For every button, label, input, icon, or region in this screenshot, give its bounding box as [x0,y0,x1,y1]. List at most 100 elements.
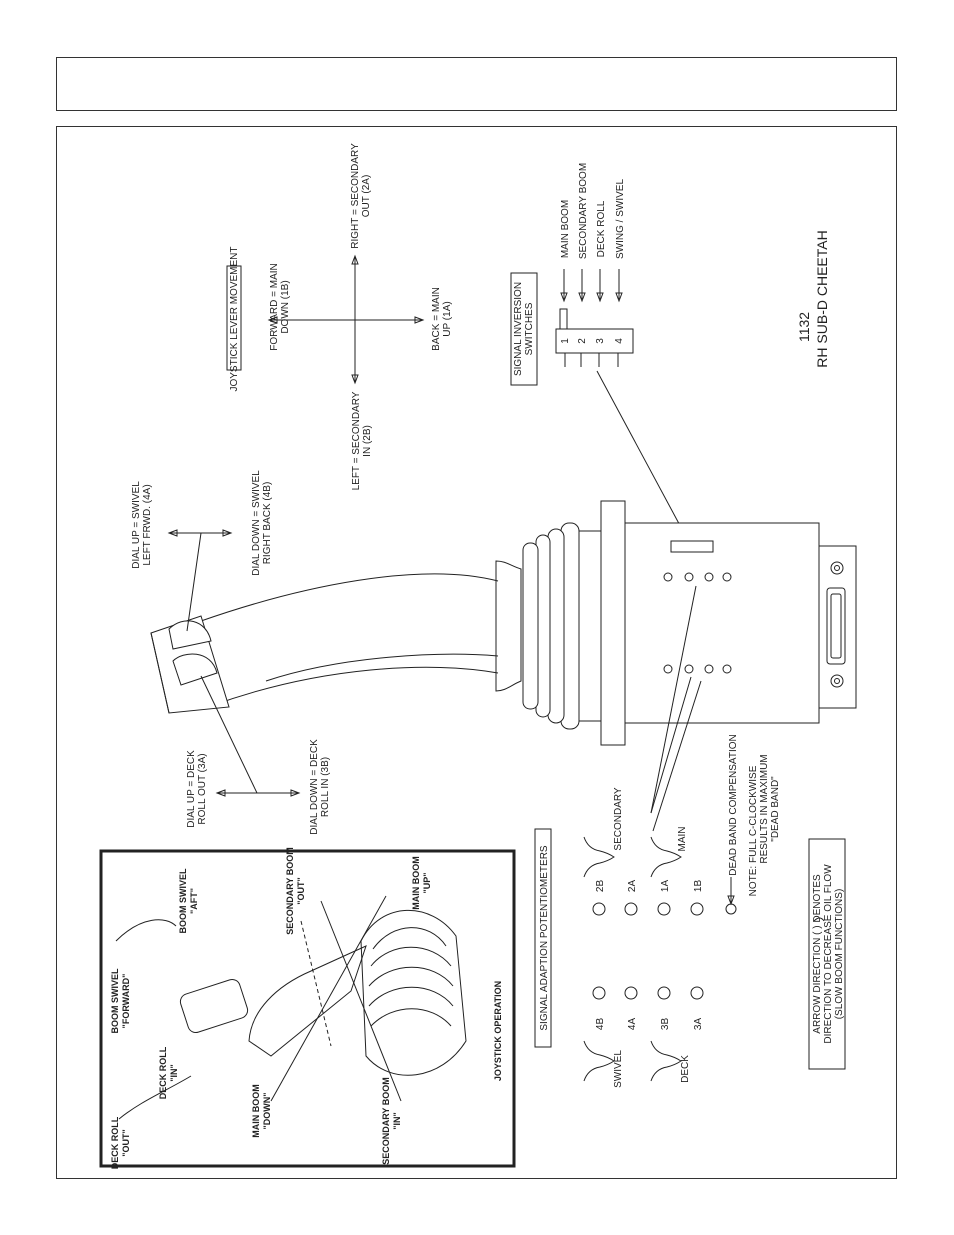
main-brace [650,836,682,878]
bellows-ring [575,530,602,722]
pot-3b-icon [657,986,671,1000]
switch-number-2: 2 [577,338,588,344]
arrow-direction-note: ARROW DIRECTION ( ) DENOTES DIRECTION TO… [808,838,846,1070]
boom-swivel-forward-2: "FORWARD" [121,974,131,1029]
pot-hole [663,572,673,582]
inset-secondary-boom-axis [320,900,402,1102]
inset-thumb-dial [179,978,249,1034]
main-boom-down-1: MAIN BOOM [251,1084,261,1138]
inset-bellows [370,946,452,967]
group-secondary-label: SECONDARY [613,787,624,850]
pot-hole [704,664,714,674]
forward-arrow-icon [267,316,278,324]
left-label-2: IN (2B) [362,425,373,457]
inset-frame [99,849,516,1168]
lever-shaft-inner [265,653,499,682]
switch-label-swing-swivel: SWING / SWIVEL [615,179,626,259]
back-label-1: BACK = MAIN [431,287,442,351]
model-name: RH SUB-D CHEETAH [814,230,830,367]
back-label-2: UP (1A) [442,301,453,336]
pot-4b-icon [592,986,606,1000]
secondary-boom-in-2: "IN" [392,1112,402,1130]
main-boom-up-2: "UP" [422,872,432,893]
switch-block [555,328,634,354]
inset-bellows [372,927,447,950]
secondary-boom-out-1: SECONDARY BOOM [285,847,295,935]
inset-bellows [368,986,454,1007]
pot-4a-icon [624,986,638,1000]
pot-hole [663,664,673,674]
deck-brace [650,1040,682,1082]
main-boom-up-1: MAIN BOOM [411,856,421,910]
dial-up-swivel-2: LEFT FRWD. (4A) [142,484,153,565]
back-arrow-icon [414,316,425,324]
pot-label-4b: 4B [595,1018,606,1031]
thumb-dial-upper [168,620,212,650]
pot-2a-icon [624,902,638,916]
switch-label-deck-roll: DECK ROLL [596,200,607,257]
inset-deck-roll-arc [118,1075,192,1120]
dial-up-deck-1: DIAL UP = DECK [186,750,197,828]
dial-deck-right-arrow-icon [290,789,301,797]
forward-label-1: FORWARD = MAIN [269,263,280,351]
arrow-note-line-2: DIRECTION TO DECREASE OIL FLOW [823,864,834,1044]
inversion-switch-window [670,540,714,553]
dial-up-leader [186,532,202,632]
switch-label-main-boom: MAIN BOOM [560,200,571,258]
pot-hole [704,572,714,582]
dead-band-note-3: "DEAD BAND" [770,776,781,842]
arrow-note-line-3: (SLOW BOOM FUNCTIONS) [834,889,845,1020]
inset-lever [248,945,367,1057]
left-label-1: LEFT = SECONDARY [351,391,362,490]
secondary-boom-out-2: "OUT" [296,877,306,905]
pot-label-2b: 2B [595,880,606,893]
switch-1-toggle [559,308,568,330]
inset-main-boom-axis [270,895,387,1102]
main-boom-down-2: "DOWN" [262,1092,272,1129]
pot-leaders [650,585,702,832]
right-pot-column: 2B 2A 1A 1B [592,880,704,916]
lever-shaft-right [210,666,499,707]
forward-label-2: DOWN (1B) [280,280,291,333]
switch-1-arrow-icon [560,292,568,303]
pot-label-2a: 2A [627,880,638,893]
switch-number-1: 1 [560,338,571,344]
pot-2b-icon [592,902,606,916]
pot-label-1a: 1A [660,880,671,893]
pot-hole [722,572,732,582]
pot-hole [684,664,694,674]
dial-down-swivel-1: DIAL DOWN = SWIVEL [251,470,262,576]
dial-down-swivel-2: RIGHT BACK (4B) [262,482,273,565]
deck-roll-out-2: "OUT" [121,1129,131,1157]
boom-swivel-aft-1: BOOM SWIVEL [178,868,188,934]
dial-up-deck-2: ROLL OUT (3A) [197,753,208,824]
dial-deck-left-arrow-icon [215,789,226,797]
pot-3a-icon [690,986,704,1000]
connector-screw-top [830,561,844,575]
boot-bellows [522,522,602,730]
right-arrow-icon [351,254,359,265]
pot-1a-icon [657,902,671,916]
inset-swivel-arc [115,919,177,942]
secondary-leader-line-2 [650,676,692,814]
pot-hole [684,572,694,582]
secondary-leader-line [650,585,697,814]
dead-band-note-1: NOTE: FULL C-CLOCKWISE [748,765,759,896]
deck-roll-out-1: DECK ROLL [110,1116,120,1169]
sub-d-pins [830,593,842,659]
switch-leader-line [596,370,692,547]
dial-down-leader [200,675,258,794]
dial-callouts: DIAL UP = SWIVEL LEFT FRWD. (4A) DIAL DO… [131,470,331,835]
left-arrow-icon [351,374,359,385]
joystick-diagram: 1132 RH SUB-D CHEETAH JOYSTICK LEVER MOV… [99,143,857,1169]
lever-movement-diagram: JOYSTICK LEVER MOVEMENT FORWARD = MAIN D… [226,143,453,490]
pot-label-3b: 3B [660,1018,671,1031]
dial-down-deck-1: DIAL DOWN = DECK [309,739,320,835]
dead-band-pot-icon [725,903,737,915]
dead-band-arrow-icon [727,895,735,906]
inset-boot [360,909,467,1076]
switches-title-2: SWITCHES [524,302,535,355]
switch-number-4: 4 [614,338,625,344]
joystick-operation-caption: JOYSTICK OPERATION [493,981,503,1081]
dead-band-label: DEAD BAND COMPENSATION [728,734,739,876]
